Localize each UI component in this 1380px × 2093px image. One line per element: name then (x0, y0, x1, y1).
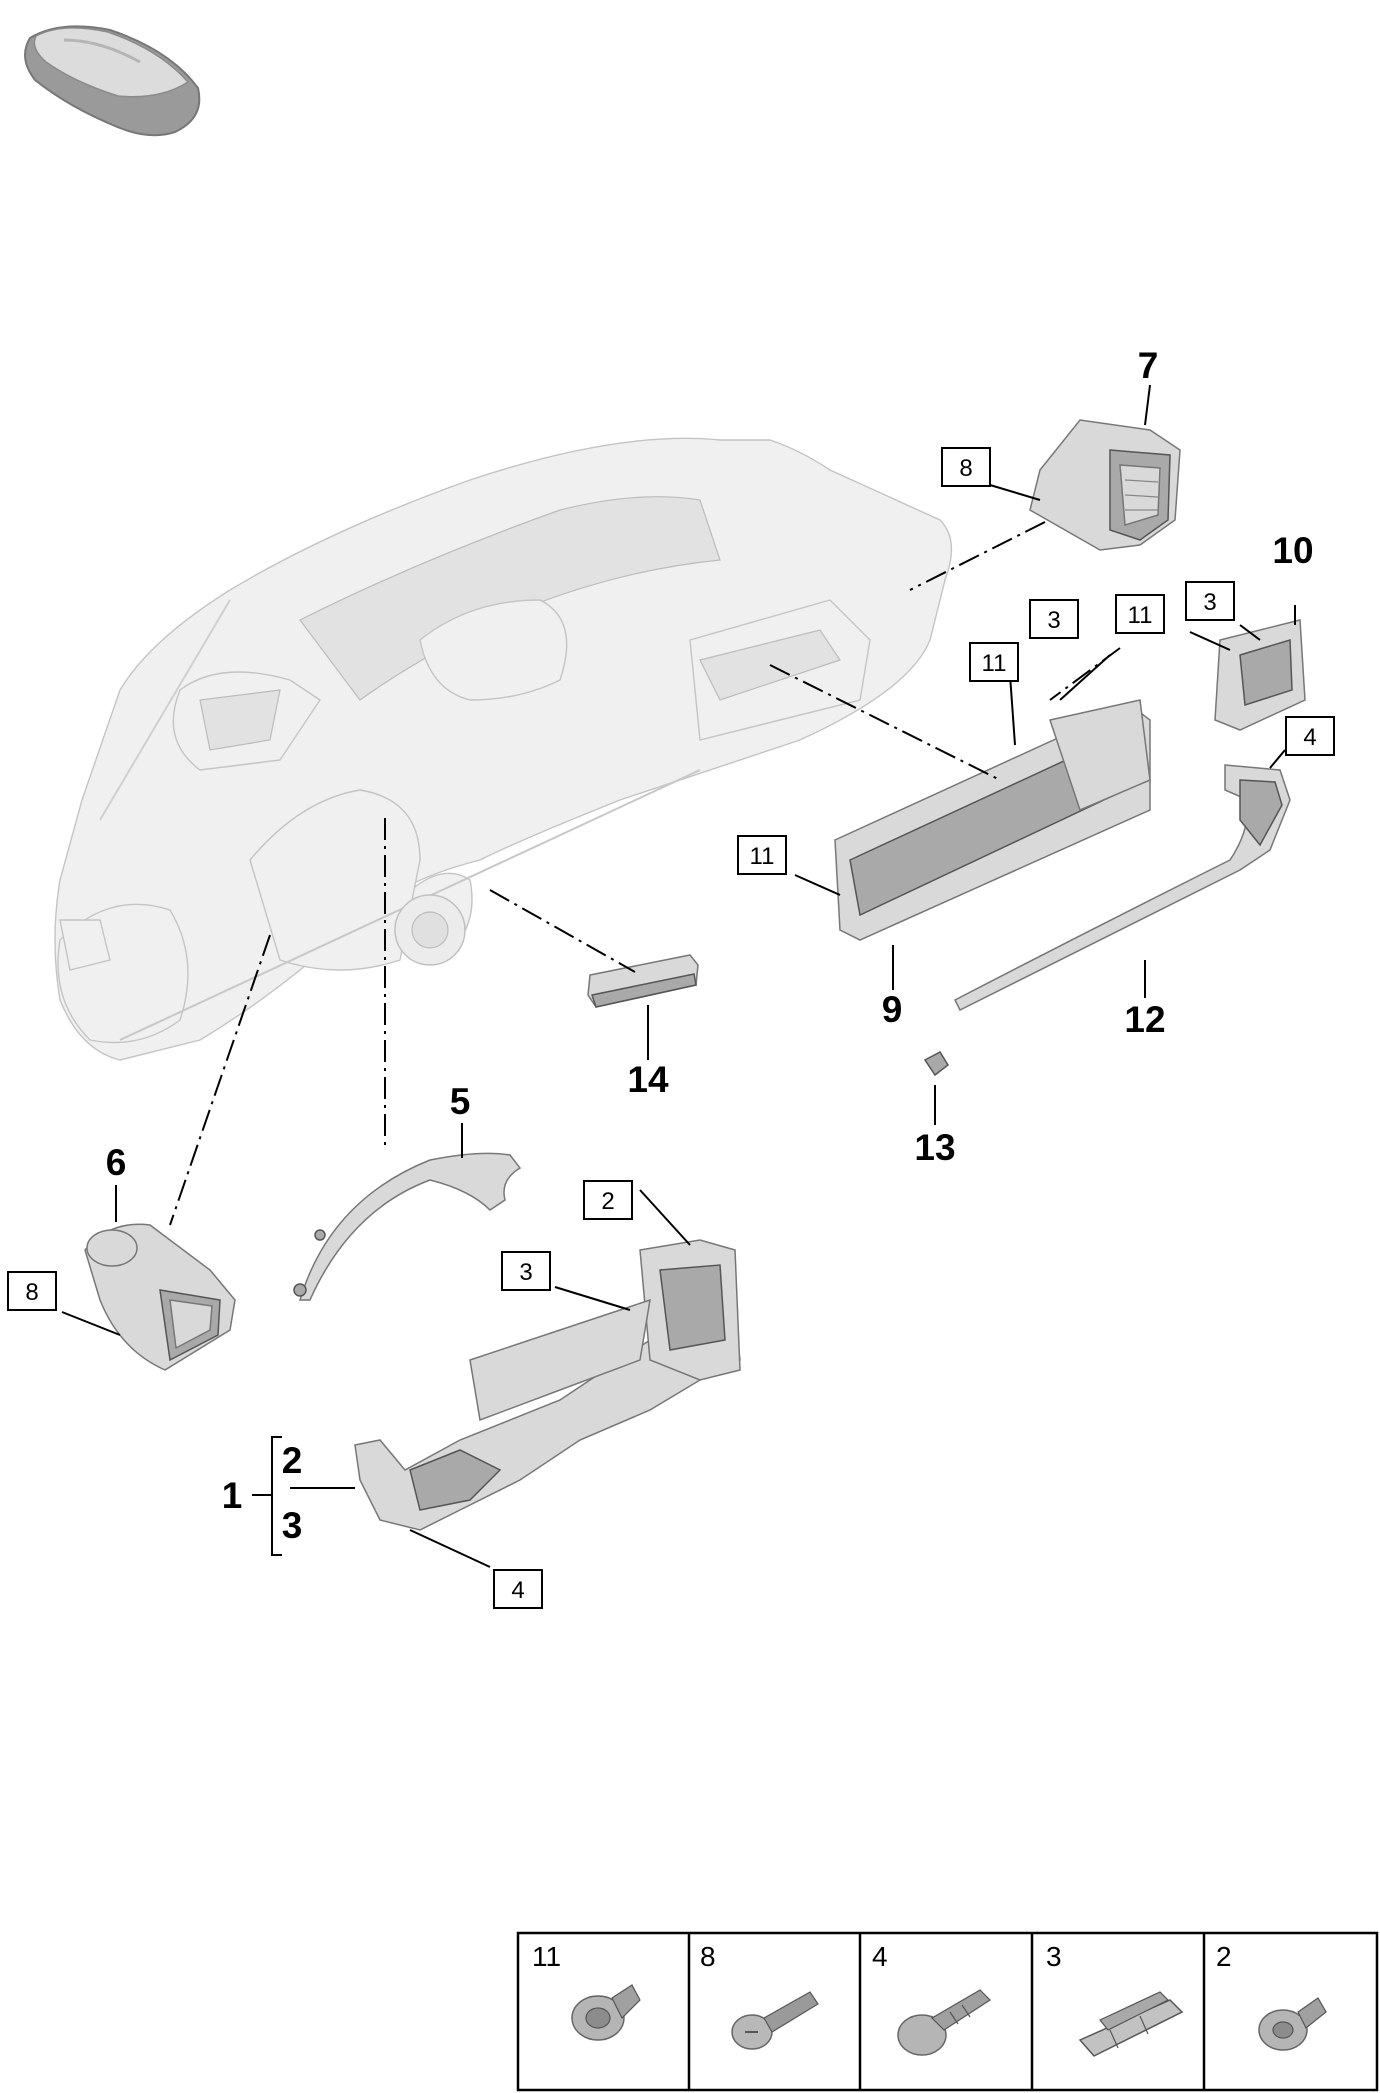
trim-frame-part-10 (1214, 619, 1306, 731)
callout-6: 6 (106, 1142, 127, 1183)
legend-label-11: 11 (532, 1941, 561, 1972)
callout-bracket (252, 1436, 282, 1556)
callout-2: 2 (282, 1440, 303, 1481)
clip-nut-icon (1258, 1997, 1327, 2051)
boxed-callout-4-lower: 4 (511, 1577, 524, 1604)
boxed-callout-8-top: 8 (959, 455, 972, 482)
boxed-callout-3-right: 3 (1203, 589, 1216, 616)
callout-13: 13 (914, 1127, 955, 1168)
callout-1: 1 (222, 1475, 243, 1516)
legend-label-8: 8 (700, 1941, 716, 1972)
vehicle-silhouette-icon (24, 25, 201, 137)
boxed-callout-11-left: 11 (750, 843, 775, 870)
push-rivet-icon (571, 1984, 641, 2041)
callout-14: 14 (627, 1059, 669, 1100)
clip-strip-icon (1078, 1991, 1184, 2057)
trim-panel-part-9 (834, 699, 1151, 941)
clip-part-13 (923, 1051, 949, 1077)
callout-3: 3 (282, 1505, 303, 1546)
boxed-callout-4-right: 4 (1303, 724, 1316, 751)
trim-strip-part-12 (953, 764, 1291, 1012)
bold-callouts: 7 10 9 12 13 14 5 6 1 2 3 (106, 345, 1314, 1546)
boxed-callout-2-lower: 2 (601, 1188, 614, 1215)
callout-10: 10 (1272, 530, 1313, 571)
fastener-legend-table: 11 8 4 3 2 (516, 1931, 1379, 2092)
air-vent-left-part-6 (84, 1223, 236, 1371)
boxed-callouts: 8 3 11 11 3 4 11 8 2 3 4 (7, 447, 1335, 1609)
boxed-callout-8-left: 8 (25, 1279, 38, 1306)
legend-label-3: 3 (1046, 1941, 1062, 1972)
boxed-callout-3-lower: 3 (519, 1259, 532, 1286)
arc-trim-part-5 (293, 1152, 522, 1301)
dashboard-assembly-ghost (54, 437, 953, 1061)
boxed-callout-11-mid: 11 (982, 650, 1007, 677)
callout-9: 9 (882, 989, 903, 1030)
legend-label-2: 2 (1216, 1941, 1232, 1972)
air-vent-right-part-7 (1029, 419, 1181, 551)
boxed-callout-3-mid: 3 (1047, 607, 1060, 634)
screw-icon (731, 1991, 819, 2050)
assembly-leader-lines (169, 521, 1121, 1226)
legend-label-4: 4 (872, 1941, 888, 1972)
trim-strip-part-14 (587, 954, 699, 1008)
callout-5: 5 (450, 1081, 471, 1122)
callout-leader-lines (61, 384, 1296, 1568)
callout-12: 12 (1124, 999, 1165, 1040)
expanding-rivet-icon (897, 1989, 991, 2056)
boxed-callout-11-right: 11 (1128, 602, 1153, 629)
lower-trim-assembly-part-1 (354, 1239, 741, 1531)
callout-7: 7 (1138, 345, 1159, 386)
